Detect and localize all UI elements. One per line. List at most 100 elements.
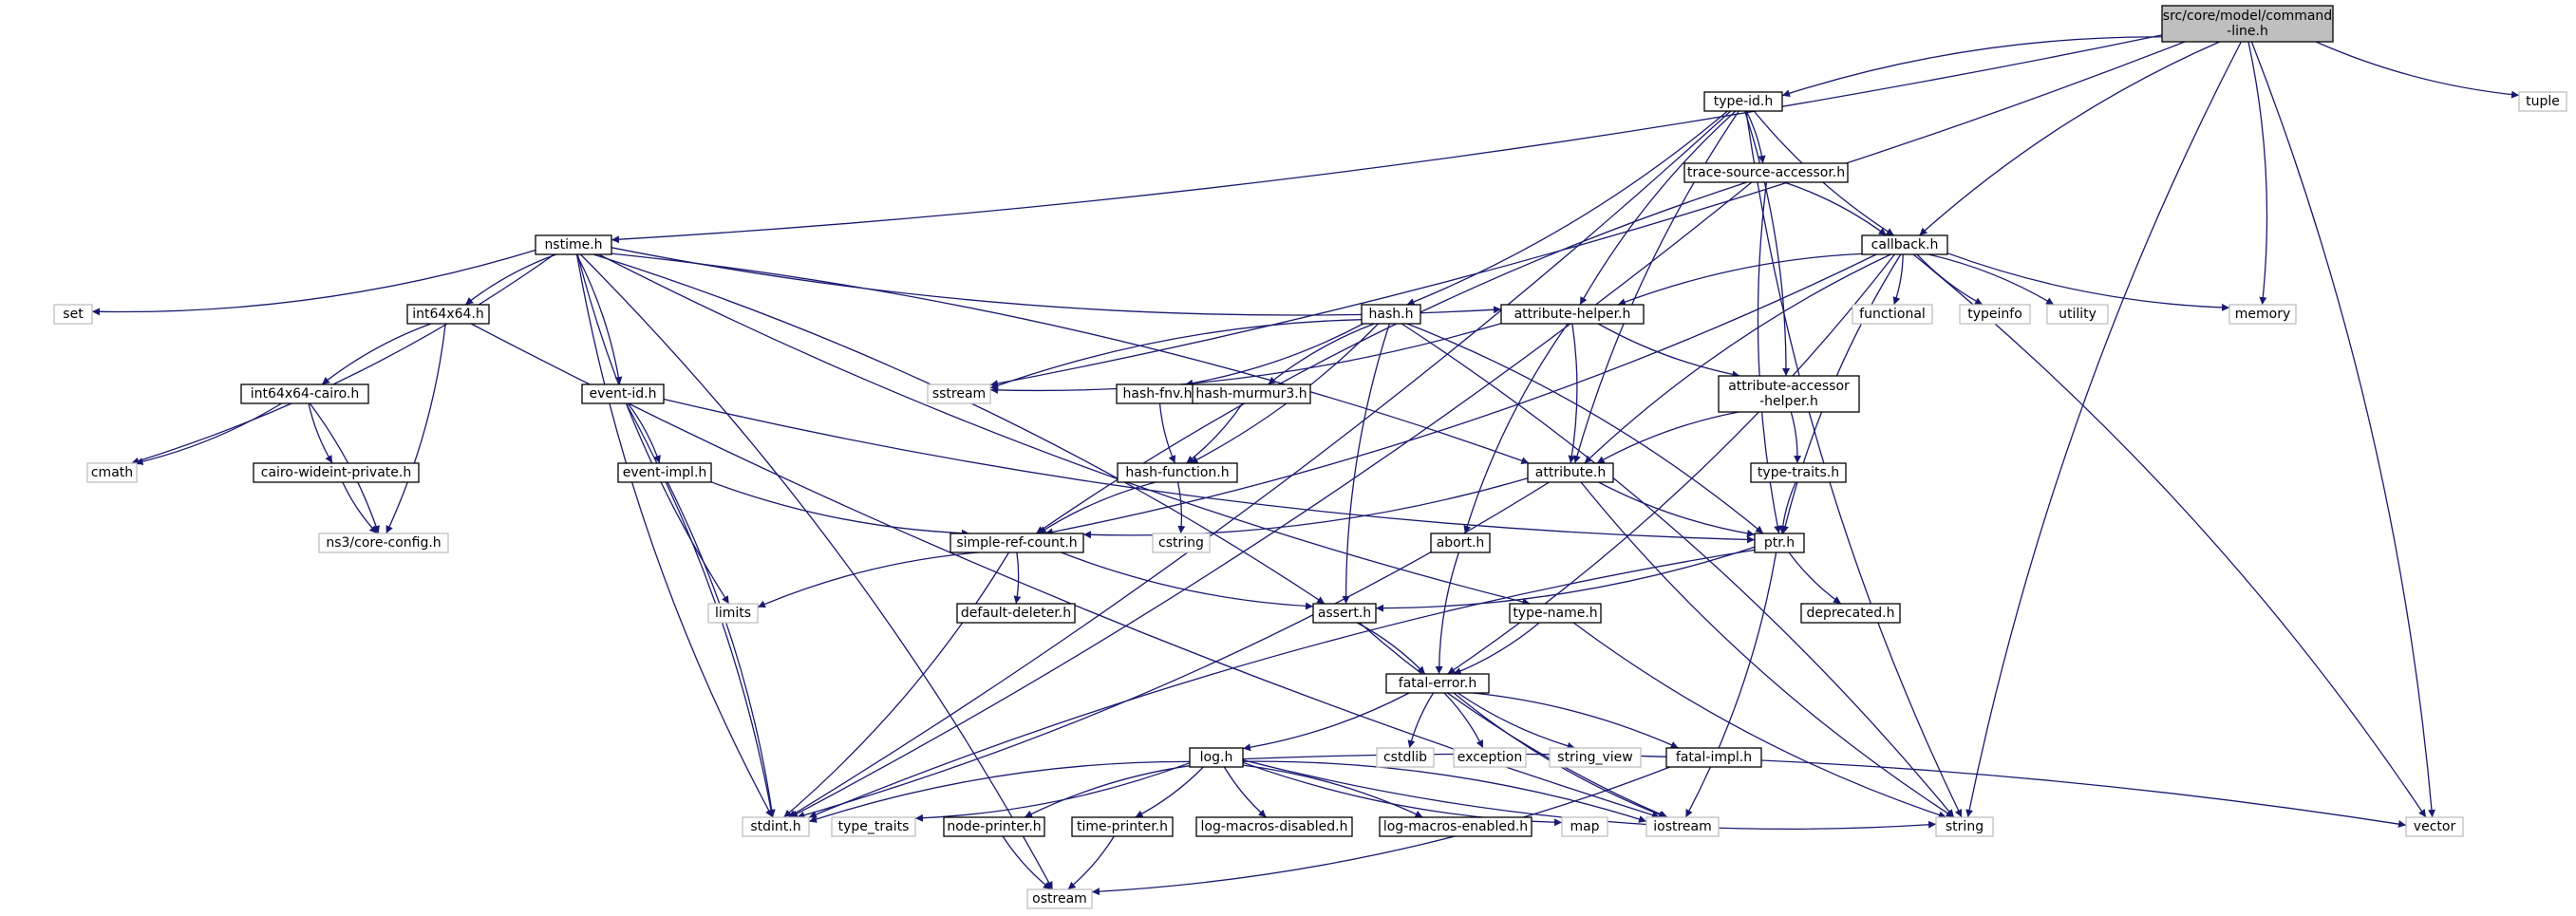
node-deprecated[interactable]: deprecated.h bbox=[1800, 603, 1901, 624]
node-box bbox=[927, 383, 991, 404]
node-defdeleter[interactable]: default-deleter.h bbox=[956, 603, 1076, 624]
node-box bbox=[535, 234, 612, 255]
node-box bbox=[1361, 304, 1421, 325]
edge-log-to-stdint bbox=[808, 760, 1191, 823]
node-box bbox=[253, 462, 420, 483]
node-label: type_traits bbox=[838, 819, 910, 834]
node-label: type-id.h bbox=[1714, 94, 1773, 109]
node-hashfunc[interactable]: hash-function.h bbox=[1117, 462, 1238, 483]
edge-timeprinter-to-ostream bbox=[1067, 835, 1115, 890]
edge-root-to-nstime bbox=[611, 34, 2163, 244]
node-label: src/core/model/command bbox=[2163, 9, 2332, 24]
node-attraccessor[interactable]: attribute-accessor-helper.h bbox=[1718, 375, 1860, 413]
edge-eventimpl-to-srefcount bbox=[710, 481, 969, 537]
node-label: fatal-impl.h bbox=[1676, 750, 1752, 765]
edge-attrhelper-to-attraccessor bbox=[1597, 323, 1740, 379]
node-box bbox=[1500, 304, 1645, 325]
node-label: ptr.h bbox=[1764, 535, 1795, 551]
node-logenabled[interactable]: log-macros-enabled.h bbox=[1379, 816, 1532, 837]
node-label: attribute-accessor bbox=[1728, 379, 1850, 394]
node-typeid[interactable]: type-id.h bbox=[1703, 91, 1783, 112]
node-attribute[interactable]: attribute.h bbox=[1527, 462, 1614, 483]
node-log[interactable]: log.h bbox=[1189, 747, 1244, 768]
node-label: type-traits.h bbox=[1758, 465, 1839, 480]
node-label: exception bbox=[1457, 750, 1522, 765]
node-box bbox=[1645, 816, 1720, 837]
edge-tsa-to-ptr bbox=[1757, 181, 1781, 534]
node-fatalimpl[interactable]: fatal-impl.h bbox=[1665, 747, 1762, 768]
node-assert[interactable]: assert.h bbox=[1312, 603, 1377, 624]
node-box bbox=[617, 462, 712, 483]
node-box bbox=[1385, 673, 1490, 694]
edge-nstime-to-ostream bbox=[579, 253, 1054, 890]
node-timeprinter[interactable]: time-printer.h bbox=[1071, 816, 1174, 837]
edge-srefcount-to-stdint bbox=[783, 551, 1010, 818]
node-callback[interactable]: callback.h bbox=[1861, 234, 1948, 255]
node-label: ns3/core-config.h bbox=[326, 535, 441, 551]
node-box bbox=[707, 603, 759, 624]
edge-callback-to-memory bbox=[1946, 252, 2230, 311]
edge-typeid-to-stdint bbox=[787, 110, 1732, 818]
node-label: attribute-helper.h bbox=[1514, 307, 1631, 322]
node-exception: exception bbox=[1453, 747, 1527, 768]
node-hashmurmur[interactable]: hash-murmur3.h bbox=[1192, 383, 1311, 404]
node-label: ostream bbox=[1032, 891, 1087, 907]
node-label: int64x64.h bbox=[412, 307, 484, 322]
node-cstring: cstring bbox=[1152, 533, 1211, 553]
node-cairowide[interactable]: cairo-wideint-private.h bbox=[253, 462, 420, 483]
node-srefcount[interactable]: simple-ref-count.h bbox=[950, 533, 1084, 553]
node-label: log-macros-disabled.h bbox=[1201, 819, 1348, 834]
node-hash[interactable]: hash.h bbox=[1361, 304, 1421, 325]
node-nstime[interactable]: nstime.h bbox=[535, 234, 612, 255]
node-label: int64x64-cairo.h bbox=[251, 386, 359, 402]
node-label: attribute.h bbox=[1535, 465, 1606, 480]
node-label: type-name.h bbox=[1513, 606, 1597, 621]
edge-srefcount-to-assert bbox=[1061, 551, 1314, 610]
node-logdisabled[interactable]: log-macros-disabled.h bbox=[1195, 816, 1353, 837]
node-abort[interactable]: abort.h bbox=[1430, 533, 1491, 553]
edge-root-to-memory bbox=[2247, 41, 2268, 306]
edge-hash-to-ptr bbox=[1406, 323, 1764, 534]
node-eventimpl[interactable]: event-impl.h bbox=[617, 462, 712, 483]
edge-log-to-logenabled bbox=[1242, 764, 1423, 818]
node-fatalerror[interactable]: fatal-error.h bbox=[1385, 673, 1490, 694]
node-box bbox=[1665, 747, 1762, 768]
edge-nstime-to-cmath bbox=[131, 253, 555, 465]
edge-tsa-to-callback bbox=[1783, 181, 1888, 236]
node-tsa[interactable]: trace-source-accessor.h bbox=[1683, 162, 1849, 183]
edge-log-to-logdisabled bbox=[1223, 766, 1268, 818]
edge-assert-to-fatalerror bbox=[1356, 622, 1426, 675]
node-typename[interactable]: type-name.h bbox=[1509, 603, 1602, 624]
edge-callback-to-attribute bbox=[1584, 253, 1891, 464]
edge-nstime-to-set bbox=[91, 249, 536, 316]
node-typetraitsh[interactable]: type-traits.h bbox=[1750, 462, 1847, 483]
node-eventid[interactable]: event-id.h bbox=[581, 383, 665, 404]
node-int64cairo[interactable]: int64x64-cairo.h bbox=[240, 383, 369, 404]
edge-log-to-timeprinter bbox=[1135, 766, 1204, 818]
node-label: abort.h bbox=[1437, 535, 1485, 551]
node-box bbox=[1527, 462, 1614, 483]
edge-hashfunc-to-cstring bbox=[1176, 481, 1186, 534]
node-box bbox=[1152, 533, 1211, 553]
edge-nodeprinter-to-ostream bbox=[1002, 835, 1052, 890]
node-label: time-printer.h bbox=[1077, 819, 1168, 834]
edge-hashfnv-to-hashfunc bbox=[1158, 402, 1176, 464]
node-attrhelper[interactable]: attribute-helper.h bbox=[1500, 304, 1645, 325]
node-int64x64[interactable]: int64x64.h bbox=[406, 304, 490, 325]
node-nodeprinter[interactable]: node-printer.h bbox=[943, 816, 1045, 837]
edge-root-to-typeid bbox=[1781, 36, 2163, 98]
node-label: string bbox=[1946, 819, 1984, 834]
edge-fatalerror-to-exception bbox=[1443, 692, 1484, 749]
edge-log-to-iostream bbox=[1242, 760, 1647, 823]
edge-fatalerror-to-stringview bbox=[1457, 692, 1575, 750]
node-hashfnv[interactable]: hash-fnv.h bbox=[1116, 383, 1199, 404]
edge-typeid-to-attraccessor bbox=[1743, 110, 1791, 377]
edge-eventid-to-eventimpl bbox=[627, 402, 661, 464]
node-tuple: tuple bbox=[2518, 91, 2567, 112]
node-label: hash-murmur3.h bbox=[1195, 386, 1307, 402]
edge-ptr-to-iostream bbox=[1684, 551, 1777, 818]
node-box bbox=[581, 383, 665, 404]
edge-hashfunc-to-srefcount bbox=[1038, 481, 1156, 534]
node-box bbox=[240, 383, 369, 404]
node-ptr[interactable]: ptr.h bbox=[1754, 533, 1805, 553]
